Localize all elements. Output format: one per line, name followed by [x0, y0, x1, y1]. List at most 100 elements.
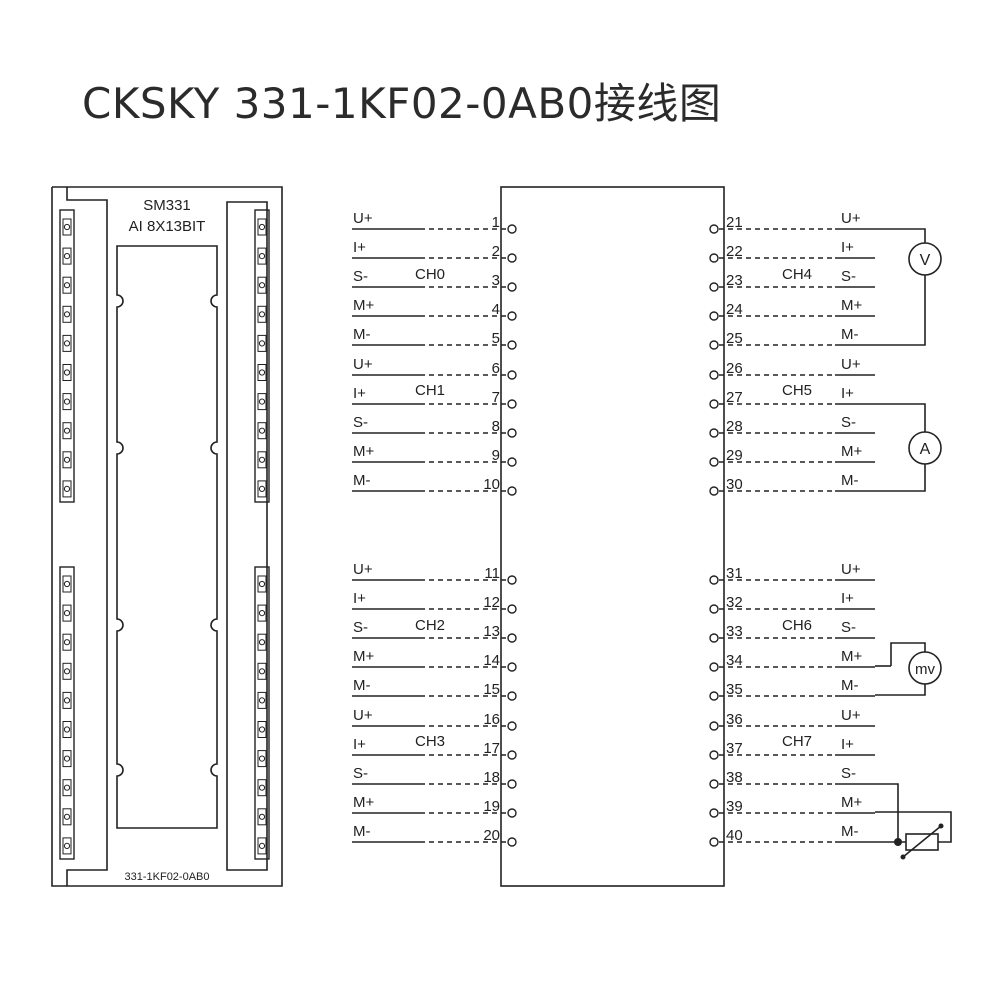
pin-number: 19: [483, 798, 500, 815]
panel-terminal-screw-icon: [63, 427, 71, 434]
terminal-screw-icon: [709, 721, 719, 731]
left-pin-row: M-15: [352, 677, 517, 701]
panel-terminal-slot: [257, 662, 267, 680]
pin-number: 3: [492, 272, 500, 289]
pin-number: 36: [726, 711, 743, 728]
panel-terminal-screw-icon: [258, 697, 266, 704]
pin-signal-label: S-: [841, 414, 856, 431]
pin-signal-label: U+: [353, 356, 373, 373]
pin-number: 16: [483, 711, 500, 728]
voltmeter-icon: [908, 242, 942, 276]
pin-signal-label: M+: [353, 648, 374, 665]
panel-terminal-slot: [257, 633, 267, 651]
panel-terminal-screw-icon: [63, 784, 71, 791]
left-pin-group: U+1I+2S-3M+4M-5U+6I+7S-8M+9M-10U+11I+12S…: [352, 210, 517, 847]
panel-terminal-slot: [62, 218, 72, 236]
pin-signal-label: I+: [841, 590, 854, 607]
pin-signal-label: M+: [841, 443, 862, 460]
millivolt-icon: [908, 651, 942, 685]
left-pin-row: S-8: [352, 414, 517, 438]
panel-terminal-screw-icon: [258, 813, 266, 820]
panel-terminal-slot: [62, 604, 72, 622]
terminal-screw-icon: [507, 224, 517, 234]
pin-number: 18: [483, 769, 500, 786]
module-right-strip: [226, 201, 268, 871]
module-name: SM331: [143, 197, 191, 214]
panel-terminal-screw-icon: [63, 726, 71, 733]
right-pin-row: 36 U+: [709, 707, 875, 731]
ammeter-icon: [908, 431, 942, 465]
millivolt-wiring: [875, 642, 942, 696]
panel-terminal-screw-icon: [258, 369, 266, 376]
panel-terminal-screw-icon: [258, 639, 266, 646]
pin-signal-label: U+: [841, 707, 861, 724]
panel-terminal-slot: [257, 422, 267, 440]
pin-signal-label: S-: [841, 619, 856, 636]
panel-terminal-slot: [62, 247, 72, 265]
panel-terminal-slot: [257, 305, 267, 323]
panel-terminal-screw-icon: [63, 668, 71, 675]
pin-signal-label: I+: [841, 239, 854, 256]
pin-number: 32: [726, 594, 743, 611]
pin-number: 1: [492, 214, 500, 231]
panel-terminal-screw-icon: [63, 610, 71, 617]
panel-terminal-strip: [254, 566, 270, 860]
terminal-screw-icon: [507, 486, 517, 496]
terminal-screw-icon: [507, 779, 517, 789]
pin-signal-label: U+: [353, 210, 373, 227]
pin-number: 27: [726, 389, 743, 406]
terminal-screw-icon: [709, 575, 719, 585]
rtd-wiring: [875, 783, 952, 858]
pin-number: 12: [483, 594, 500, 611]
terminal-screw-icon: [709, 340, 719, 350]
pin-signal-label: S-: [841, 268, 856, 285]
pin-signal-label: S-: [353, 619, 368, 636]
millivolt-symbol: mv: [915, 661, 935, 678]
terminal-screw-icon: [507, 837, 517, 847]
pin-number: 31: [726, 565, 743, 582]
panel-terminal-screw-icon: [258, 223, 266, 231]
left-pin-row: U+11: [352, 561, 517, 585]
panel-terminal-slot: [62, 837, 72, 855]
panel-terminal-screw-icon: [63, 340, 71, 347]
terminal-screw-icon: [507, 340, 517, 350]
module-front-panel: [51, 186, 283, 887]
left-pin-row: S-3: [352, 268, 517, 292]
channel-label-ch0: CH0: [415, 266, 445, 283]
module-desc: AI 8X13BIT: [129, 218, 206, 235]
terminal-screw-icon: [507, 457, 517, 467]
pin-signal-label: M+: [841, 297, 862, 314]
left-pin-row: M+14: [352, 648, 517, 672]
pin-number: 37: [726, 740, 743, 757]
voltmeter-wiring: [875, 228, 942, 346]
pin-number: 29: [726, 447, 743, 464]
panel-terminal-slot: [257, 247, 267, 265]
pin-signal-label: U+: [353, 561, 373, 578]
panel-terminal-screw-icon: [258, 340, 266, 347]
panel-terminal-screw-icon: [258, 456, 266, 463]
panel-terminal-screw-icon: [63, 580, 71, 588]
pin-number: 30: [726, 476, 743, 493]
panel-terminal-slot: [257, 480, 267, 498]
panel-terminal-screw-icon: [63, 369, 71, 376]
panel-terminal-screw-icon: [258, 610, 266, 617]
pin-number: 20: [483, 827, 500, 844]
pin-signal-label: S-: [353, 414, 368, 431]
panel-terminal-slot: [257, 691, 267, 709]
terminal-screw-icon: [709, 808, 719, 818]
terminal-screw-icon: [507, 808, 517, 818]
panel-terminal-screw-icon: [258, 726, 266, 733]
pin-signal-label: M-: [841, 823, 859, 840]
pin-number: 9: [492, 447, 500, 464]
terminal-screw-icon: [709, 457, 719, 467]
panel-terminal-screw-icon: [258, 668, 266, 675]
terminal-screw-icon: [709, 691, 719, 701]
panel-terminal-slot: [257, 604, 267, 622]
terminal-screw-icon: [507, 311, 517, 321]
